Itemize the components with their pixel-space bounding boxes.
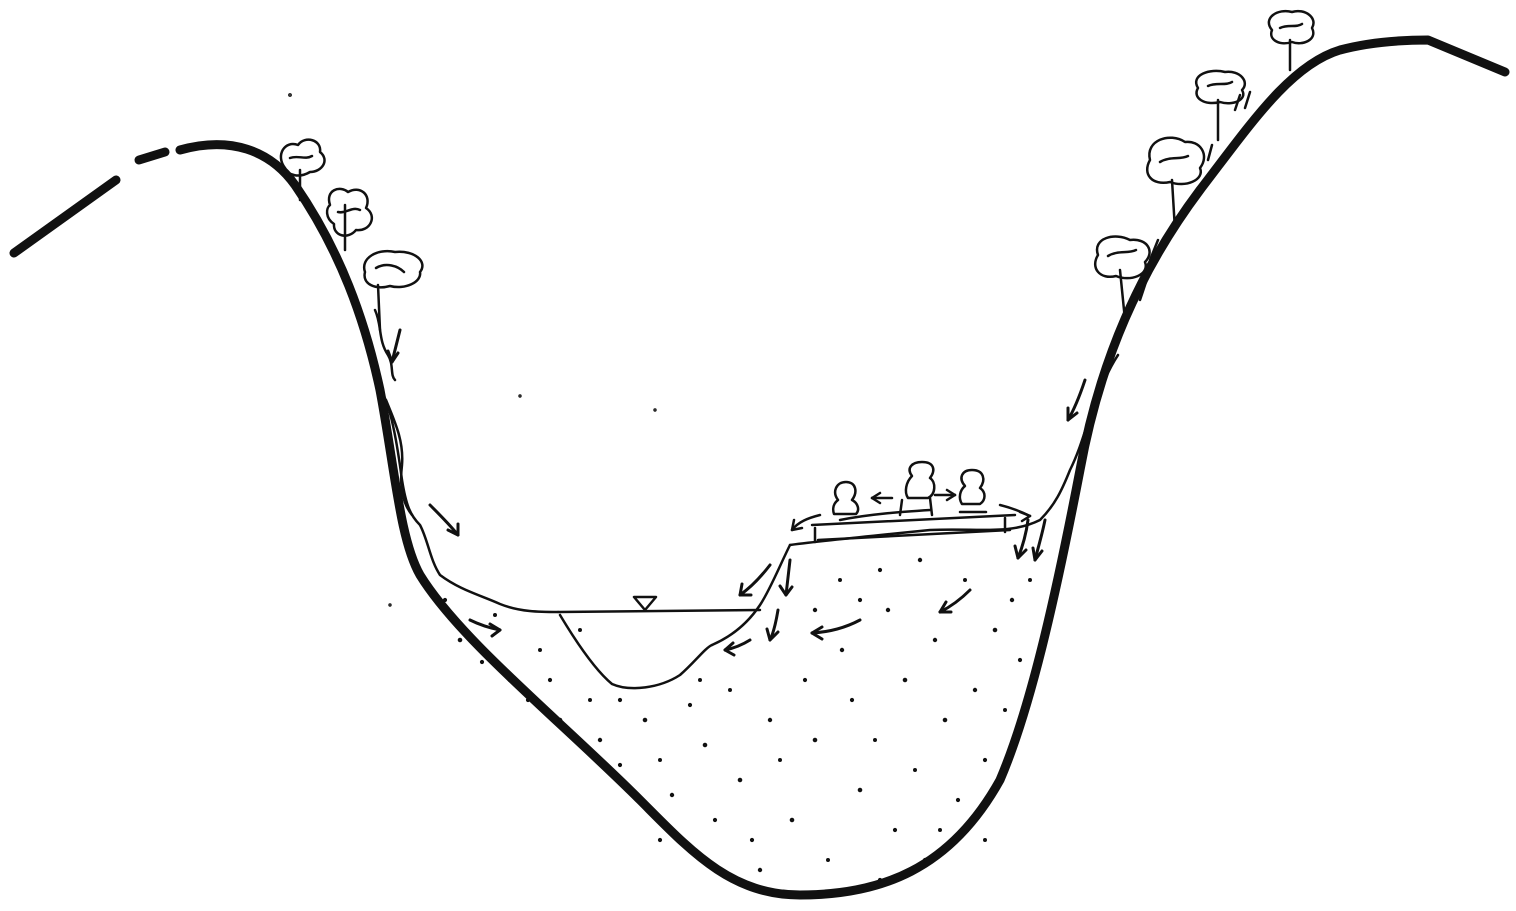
arrow-icon (872, 493, 892, 503)
tree-icon (1147, 138, 1204, 230)
water-level-marker (634, 597, 656, 610)
water-surface (558, 610, 760, 612)
terrace-platform (792, 462, 1030, 542)
arrow-icon (935, 490, 955, 500)
sediment-fill (382, 355, 1118, 645)
paper-specks (289, 94, 657, 607)
arrow-icon (740, 565, 770, 595)
flow-arrows (388, 330, 1085, 655)
valley-profile (14, 40, 1505, 895)
water-channel (558, 597, 760, 688)
left-hillslope-trees (281, 140, 422, 380)
arrow-icon (780, 560, 792, 595)
arrow-icon (430, 505, 458, 535)
arrow-icon (1068, 380, 1085, 420)
valley-outline (180, 40, 1505, 895)
tree-icon (364, 251, 422, 330)
tree-icon (1269, 11, 1314, 70)
arrow-icon (1033, 520, 1045, 560)
tree-icon (327, 189, 372, 250)
channel-bed (560, 615, 712, 688)
arrow-icon (767, 610, 778, 640)
arrow-icon (725, 640, 750, 655)
person-icon (833, 482, 858, 514)
left-crest-dash-1 (14, 180, 116, 253)
sediment-surface-left (382, 392, 558, 612)
left-crest-dash-2 (139, 152, 165, 160)
arrow-icon (940, 590, 970, 612)
right-hillslope-trees (1095, 11, 1313, 320)
arrow-icon (388, 330, 400, 362)
person-icon (960, 470, 986, 512)
arrow-icon (812, 620, 860, 639)
person-icon (900, 462, 934, 515)
arrow-icon (470, 620, 500, 636)
